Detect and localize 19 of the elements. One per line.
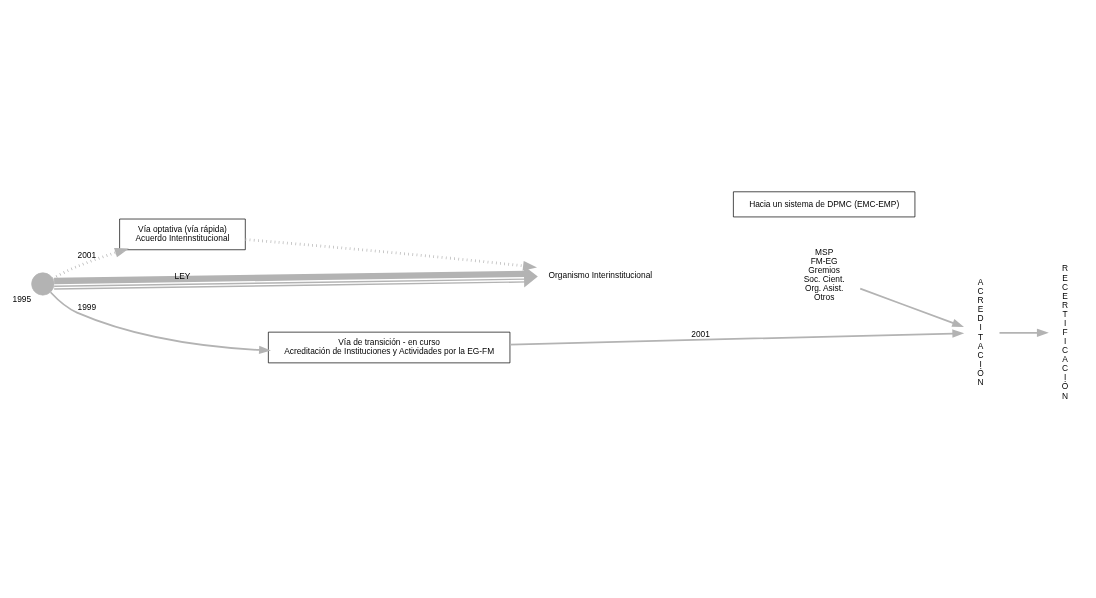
edge-label: 2001 xyxy=(77,249,97,260)
arrow xyxy=(245,237,537,271)
node-box: Vía de transición - en curso Acreditación de Instituciones y Actividades por la EG-FM xyxy=(268,331,511,363)
arrow xyxy=(859,287,965,327)
arrow xyxy=(49,290,271,354)
node-label: 1995 xyxy=(12,293,32,304)
node-text: ACREDITACIÓN xyxy=(977,276,984,387)
node-box: Hacia un sistema de DPMC (EMC-EMP) xyxy=(733,190,916,217)
edge-label: LEY xyxy=(174,270,191,281)
arrow xyxy=(509,328,965,345)
node-circle xyxy=(31,271,55,295)
edge-label: 2001 xyxy=(691,328,710,339)
node-text: RECERTIFICACIÓN xyxy=(1061,262,1069,401)
node-text: MSP FM-EG Gremios Soc. Cient. Org. Asist. Otros xyxy=(803,246,845,302)
node-text: Organismo Interinstitucional xyxy=(548,269,653,280)
arrow xyxy=(998,328,1049,337)
node-box: Vía optativa (vía rápida) Acuerdo Interinstitucional xyxy=(119,218,246,250)
arrow xyxy=(52,247,129,280)
edge-label: 1999 xyxy=(77,301,97,312)
